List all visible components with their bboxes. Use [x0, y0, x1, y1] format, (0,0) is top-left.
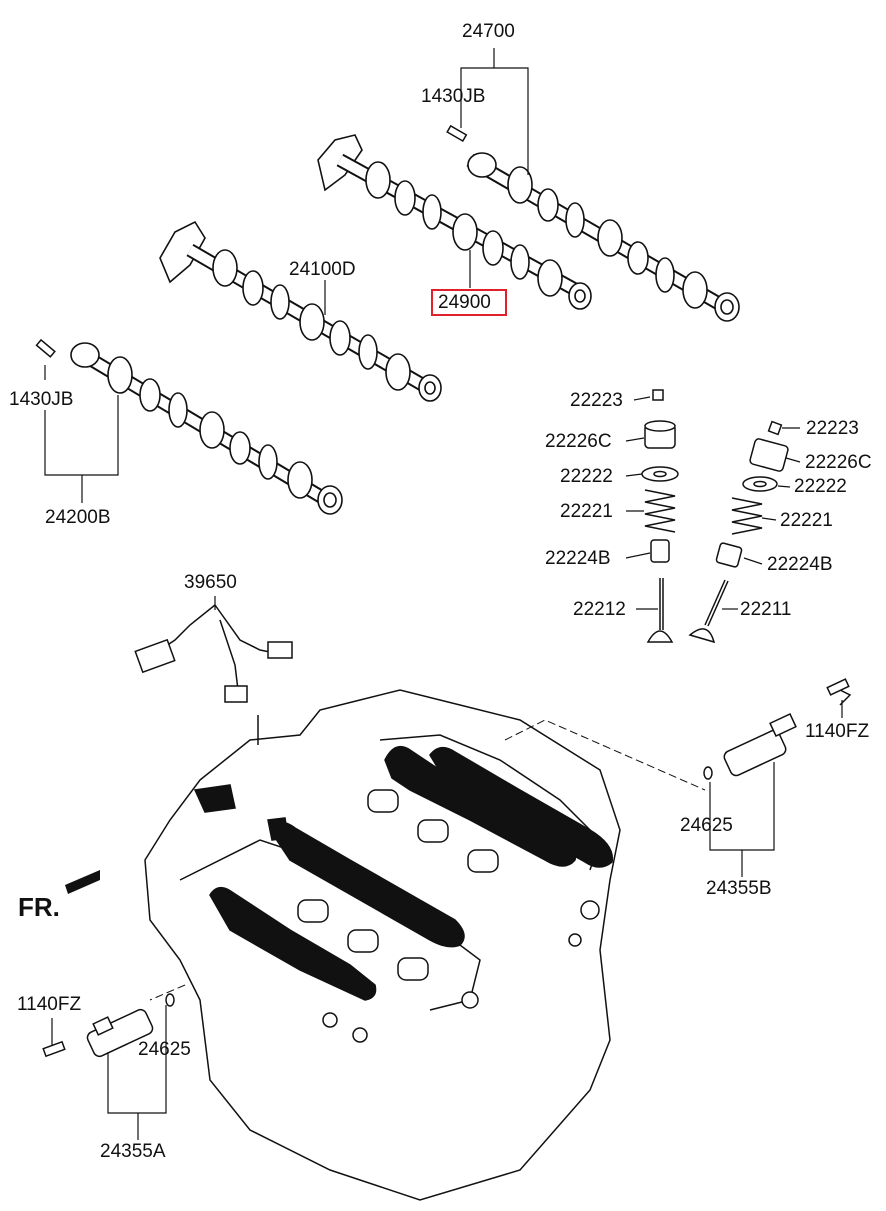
camshaft-24100d — [159, 220, 442, 402]
label-22223-right: 22223 — [806, 418, 859, 439]
camshaft-24200b — [70, 342, 343, 515]
label-22224b-left: 22224B — [545, 548, 611, 569]
label-24625-right: 24625 — [680, 815, 733, 836]
label-22226c-right: 22226C — [805, 452, 872, 473]
oil-control-valve-24355b — [703, 681, 852, 780]
bolt-1140fz-right — [826, 678, 850, 696]
camshaft-24700 — [466, 152, 740, 322]
label-22212: 22212 — [573, 599, 626, 620]
label-1140fz-right: 1140FZ — [805, 721, 870, 742]
label-24700: 24700 — [462, 21, 515, 42]
label-24900: 24900 — [438, 292, 491, 313]
wiring-harness-39650 — [134, 604, 293, 703]
label-22211: 22211 — [740, 599, 792, 620]
oil-control-valve-24355a — [86, 993, 175, 1058]
label-24625-left: 24625 — [138, 1039, 191, 1060]
valve-train-right — [688, 420, 789, 644]
label-22226c-left: 22226C — [545, 431, 612, 452]
bolt-1140fz-left — [42, 1040, 66, 1058]
engine-block — [144, 689, 621, 1201]
label-22224b-right: 22224B — [767, 554, 833, 575]
label-1430jb-top: 1430JB — [421, 86, 486, 107]
label-22222-right: 22222 — [794, 476, 847, 497]
dashed-leader-right — [504, 719, 706, 791]
label-22223-left: 22223 — [570, 390, 623, 411]
valve-train-left — [641, 389, 679, 643]
label-22221-left: 22221 — [560, 501, 613, 522]
front-direction-label: FR. — [18, 892, 60, 922]
leader-lines — [44, 48, 843, 1140]
pin-1430jb-top — [446, 124, 468, 142]
label-24200b: 24200B — [45, 507, 111, 528]
label-24355b: 24355B — [706, 878, 772, 899]
highlight-24900 — [431, 289, 507, 316]
label-22221-right: 22221 — [780, 510, 833, 531]
camshaft-24900 — [317, 134, 592, 310]
label-1430jb-left: 1430JB — [9, 389, 74, 410]
label-1140fz-left: 1140FZ — [17, 994, 82, 1015]
label-24355a: 24355A — [100, 1141, 166, 1162]
front-arrow-icon — [65, 870, 100, 894]
label-22222-left: 22222 — [560, 466, 613, 487]
pin-1430jb-left — [35, 338, 56, 358]
label-39650: 39650 — [184, 572, 237, 593]
label-24100d: 24100D — [289, 259, 356, 280]
dashed-leader-left — [149, 984, 186, 1001]
